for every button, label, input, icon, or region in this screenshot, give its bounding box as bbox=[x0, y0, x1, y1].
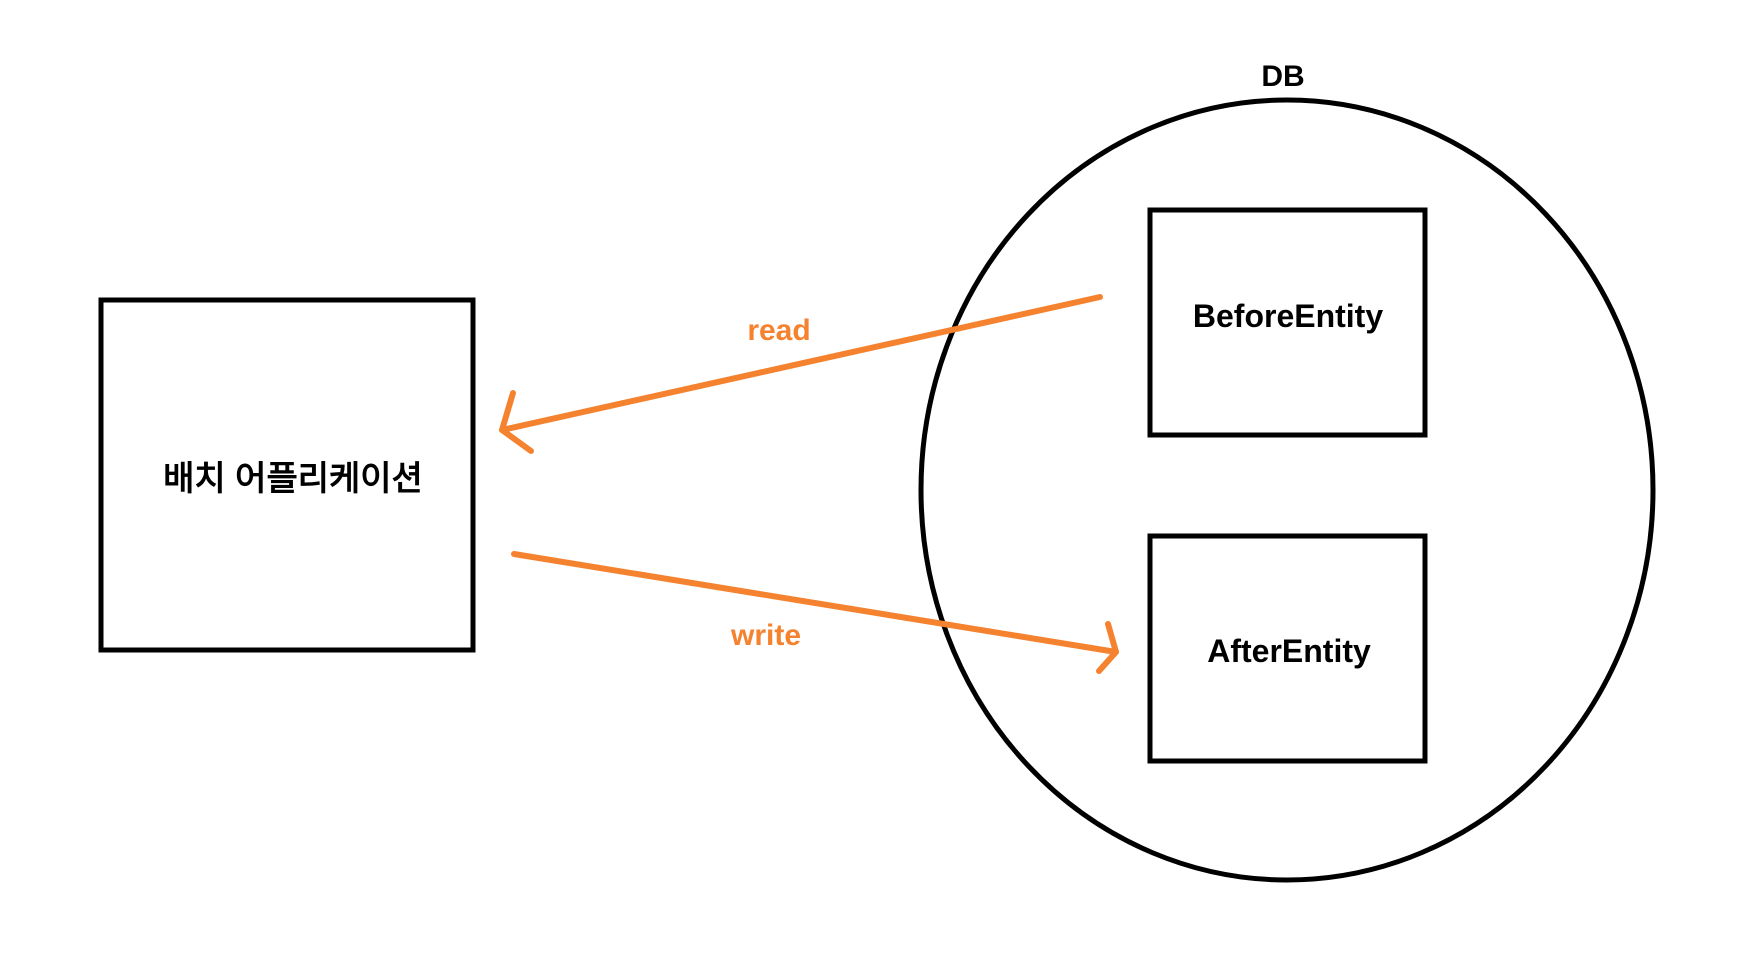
batch-application-label: 배치 어플리케이션 bbox=[163, 460, 423, 498]
before-entity-node: BeforeEntity bbox=[1147, 207, 1428, 438]
after-entity-node: AfterEntity bbox=[1147, 533, 1428, 764]
read-arrowhead bbox=[499, 390, 534, 454]
before-entity-label: BeforeEntity bbox=[1193, 298, 1383, 334]
batch-application-node: 배치 어플리케이션 bbox=[98, 297, 476, 653]
db-label: DB bbox=[1261, 60, 1304, 93]
read-label: read bbox=[747, 314, 810, 347]
write-arrowhead bbox=[1096, 621, 1119, 674]
db-node: DB bbox=[918, 60, 1656, 883]
after-entity-box bbox=[1147, 533, 1428, 764]
before-entity-box bbox=[1147, 207, 1428, 438]
read-edge: read bbox=[499, 294, 1103, 454]
write-label: write bbox=[730, 619, 801, 652]
read-arrow-line bbox=[499, 294, 1103, 433]
batch-application-box bbox=[98, 297, 476, 653]
write-edge: write bbox=[511, 551, 1119, 674]
db-circle bbox=[918, 97, 1656, 883]
write-arrow-line bbox=[511, 551, 1119, 655]
after-entity-label: AfterEntity bbox=[1207, 633, 1371, 669]
